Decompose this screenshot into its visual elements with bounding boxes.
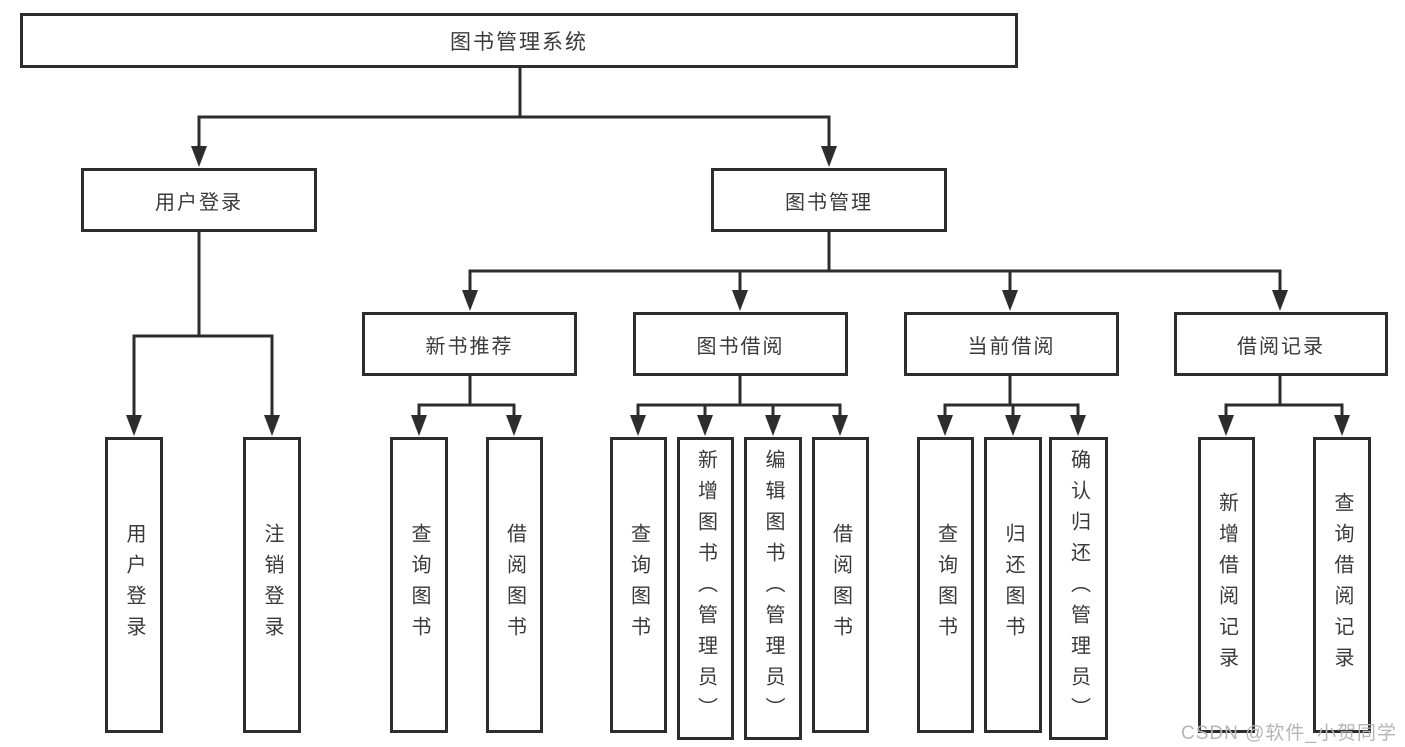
node-current-borrow-label: 当前借阅	[967, 335, 1056, 358]
leaf-logout: 注销登录	[243, 437, 301, 733]
node-book-management-label: 图书管理	[785, 191, 873, 214]
leaf-query-books-current: 查询图书	[917, 437, 974, 733]
node-root-label: 图书管理系统	[450, 30, 588, 54]
leaf-borrow-books: 借阅图书	[812, 437, 869, 733]
leaf-add-borrow-record: 新增借阅记录	[1198, 437, 1255, 733]
leaf-edit-book-admin: 编辑图书（管理员）	[744, 437, 802, 740]
leaf-query-borrow-record: 查询借阅记录	[1313, 437, 1371, 733]
watermark: CSDN @软件_小贺同学	[1181, 723, 1397, 744]
node-user-login: 用户登录	[81, 168, 317, 232]
leaf-borrow-books-recommend: 借阅图书	[486, 437, 543, 733]
leaf-user-login: 用户登录	[105, 437, 163, 733]
node-borrow-records-label: 借阅记录	[1237, 335, 1325, 358]
node-book-borrow-label: 图书借阅	[696, 335, 785, 358]
leaf-return-book: 归还图书	[984, 437, 1042, 733]
node-new-book-recommend: 新书推荐	[362, 312, 577, 376]
node-borrow-records: 借阅记录	[1174, 312, 1388, 376]
node-book-borrow: 图书借阅	[633, 312, 848, 376]
node-current-borrow: 当前借阅	[904, 312, 1119, 376]
node-root: 图书管理系统	[20, 13, 1018, 68]
leaf-add-book-admin: 新增图书（管理员）	[677, 437, 734, 740]
node-book-management: 图书管理	[711, 168, 947, 232]
leaf-query-books-recommend: 查询图书	[390, 437, 448, 733]
node-new-book-recommend-label: 新书推荐	[425, 335, 514, 358]
leaf-confirm-return-admin: 确认归还（管理员）	[1049, 437, 1108, 740]
leaf-query-books-borrow: 查询图书	[610, 437, 667, 733]
node-user-login-label: 用户登录	[155, 191, 243, 214]
